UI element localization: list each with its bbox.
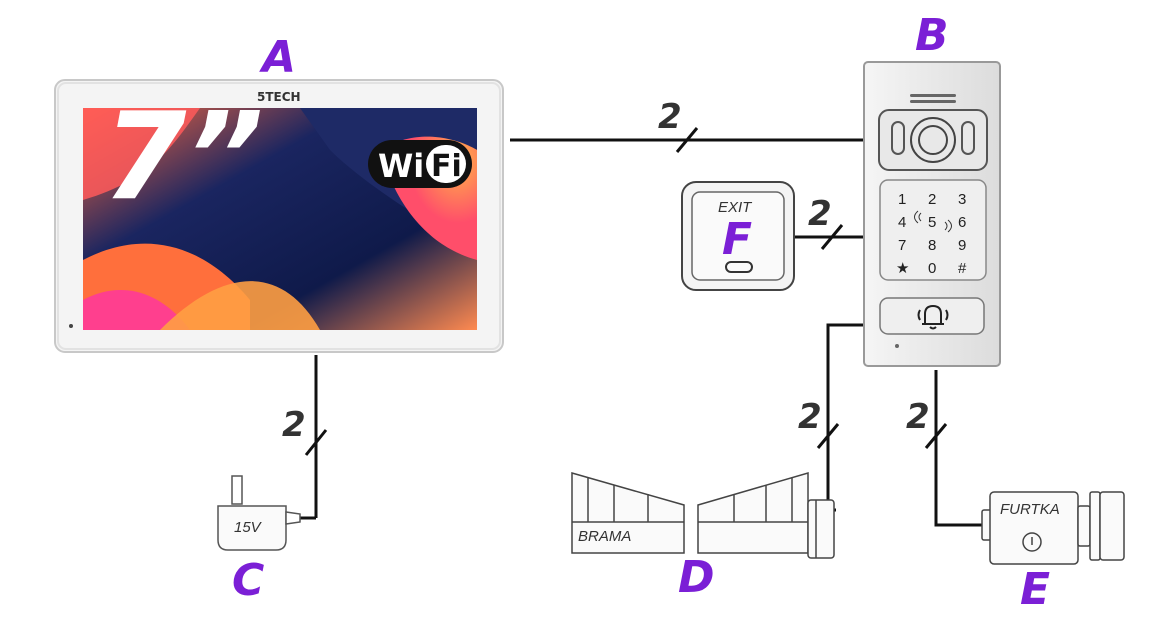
call-button — [879, 297, 985, 335]
key-8: 8 — [928, 237, 936, 254]
key-1: 1 — [898, 191, 906, 208]
keypad: 1 2 3 4 5 6 7 8 9 ★ 0 # — [896, 191, 967, 277]
key-0: 0 — [928, 260, 936, 277]
wire-count-exit-panel: 2 — [808, 194, 832, 234]
wifi-text-wi: Wi — [378, 147, 424, 185]
rfid-icon — [914, 210, 922, 224]
wifi-badge: Wi Fi — [368, 140, 472, 188]
wire-count-monitor-panel: 2 — [658, 97, 682, 137]
key-7: 7 — [898, 237, 906, 254]
indoor-monitor: 5TECH 7” Wi Fi — [54, 79, 504, 353]
wire-count-panel-gate: 2 — [798, 397, 822, 437]
door-panel: 1 2 3 4 5 6 7 8 9 ★ 0 # — [863, 61, 1001, 367]
key-6: 6 — [958, 214, 966, 231]
exit-button: EXIT — [681, 181, 795, 291]
wire-slash-marks — [304, 127, 948, 456]
exit-label: EXIT — [718, 199, 753, 216]
camera-icon — [910, 117, 956, 163]
key-3: 3 — [958, 191, 966, 208]
label-f: F — [722, 214, 752, 265]
wicket-label: FURTKA — [1000, 501, 1060, 518]
label-e: E — [1020, 564, 1050, 615]
power-supply: 15V — [217, 475, 301, 551]
label-c: C — [232, 555, 264, 606]
psu-voltage: 15V — [234, 519, 263, 536]
wire-count-monitor-psu: 2 — [282, 405, 306, 445]
monitor-brand-logo: 5TECH — [257, 90, 301, 104]
gate — [571, 472, 835, 559]
bell-icon — [917, 304, 949, 330]
wire-count-panel-wicket: 2 — [906, 397, 930, 437]
key-2: 2 — [928, 191, 936, 208]
label-b: B — [915, 10, 949, 61]
key-9: 9 — [958, 237, 966, 254]
wifi-text-fi: Fi — [431, 149, 462, 184]
label-d: D — [678, 552, 715, 603]
key-4: 4 — [898, 214, 906, 231]
key-5: 5 — [928, 214, 936, 231]
key-hash: # — [958, 260, 967, 277]
label-a: A — [259, 32, 296, 83]
key-star: ★ — [896, 260, 909, 277]
wicket-lock — [981, 491, 1125, 565]
screen-size-text: 7” — [103, 88, 264, 227]
gate-label: BRAMA — [578, 528, 631, 545]
